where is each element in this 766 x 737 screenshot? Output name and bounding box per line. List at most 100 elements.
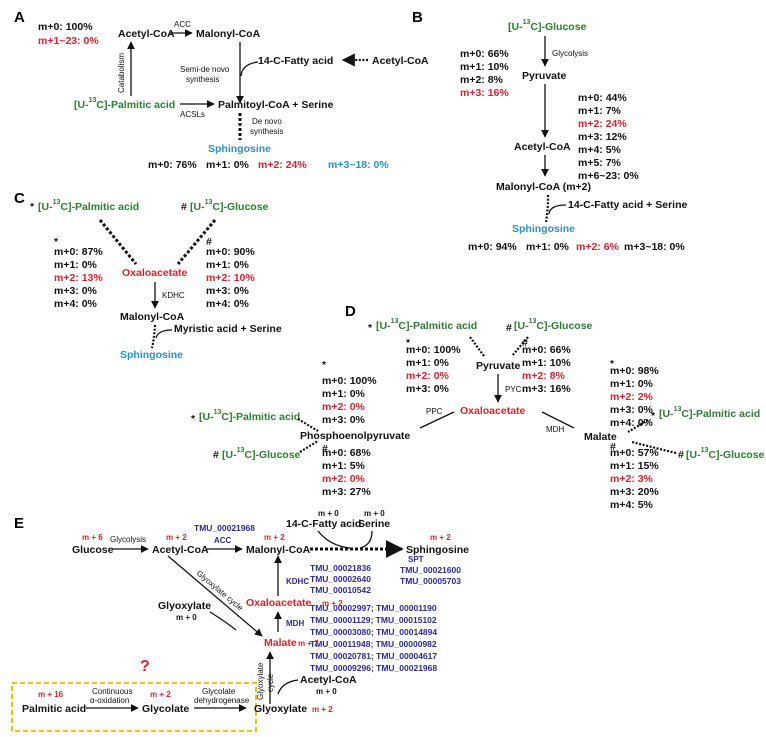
- d-mal-star-2: m+2: 2%: [610, 391, 654, 403]
- d-hash-pep: #: [322, 443, 328, 455]
- c-star-2: *: [54, 236, 59, 248]
- catabolism-label: Catabolism: [117, 53, 126, 93]
- iso-post: C]-Palmitic acid: [398, 320, 477, 332]
- panel-c-left-list: m+0: 87% m+1: 0% m+2: 13% m+3: 0% m+4: 0…: [54, 246, 103, 310]
- iso-sup: 13: [529, 318, 537, 325]
- c-hash-1: #: [181, 201, 187, 213]
- iso-sup: 13: [523, 19, 531, 26]
- panel-b-acetyl: Acetyl-CoA: [514, 141, 571, 153]
- panel-a-palmitoyl: Palmitoyl-CoA + Serine: [218, 99, 334, 111]
- dashed-d-palm-mal: [627, 419, 649, 433]
- dashed-d-gluc-pyr: [511, 336, 529, 357]
- panel-d-palmitic-left: [U-13C]-Palmitic acid: [199, 409, 300, 423]
- c-left-4: m+4: 0%: [54, 298, 98, 310]
- e-serine-join: [359, 530, 373, 549]
- e-malonyl: Malonyl-CoA: [246, 544, 311, 556]
- d-star-palm-left: *: [191, 413, 196, 425]
- c-left-3: m+3: 0%: [54, 285, 98, 297]
- b-left-3: m+3: 16%: [460, 87, 509, 99]
- c-right-2: m+2: 10%: [206, 272, 255, 284]
- arrow-fatty-join-b: [548, 204, 567, 215]
- panel-d-glucose-top: [U-13C]-Glucose: [514, 318, 593, 332]
- semi-de-novo-1: Semi-de novo: [180, 65, 230, 74]
- panel-a: A m+0: 100% m+1~23: 0% Acetyl-CoA ACC Ma…: [14, 9, 429, 171]
- d-mal-star-4: m+4: 0%: [610, 417, 654, 429]
- c-left-1: m+1: 0%: [54, 259, 98, 271]
- b-right-6: m+6~23: 0%: [578, 170, 639, 182]
- d-pep-hash-2: m+2: 0%: [322, 473, 366, 485]
- iso-post: C]-Glucose: [530, 21, 586, 33]
- d-mal-star-1: m+1: 0%: [610, 378, 654, 390]
- d-mal-star-0: m+0: 98%: [610, 365, 659, 377]
- e-glyoxylate-top-m0: m + 0: [176, 613, 197, 622]
- e-glyox-cycle-v1: Glyoxylate: [256, 662, 265, 700]
- d-pyr-hash-2: m+2: 8%: [522, 370, 566, 382]
- iso-post: C]-Glucose: [212, 201, 268, 213]
- c-left-0: m+0: 87%: [54, 246, 103, 258]
- panel-a-bot-m1: m+1: 0%: [206, 159, 250, 171]
- line-ppc: [419, 411, 455, 429]
- b-bottom-1: m+1: 0%: [526, 241, 570, 253]
- iso-post: C]-Palmitic acid: [60, 201, 139, 213]
- iso-pre: [U-: [199, 411, 214, 423]
- panel-b: B [U-13C]-Glucose Glycolysis Pyruvate m+…: [412, 9, 687, 253]
- e-mdh-label: MDH: [286, 619, 304, 628]
- e-fatty-join: [317, 530, 351, 549]
- e-sphingosine: Sphingosine: [406, 544, 469, 556]
- c-left-2: m+2: 13%: [54, 272, 103, 284]
- panel-a-bot-m3: m+3~18: 0%: [328, 159, 389, 171]
- e-cont-2: α-oxidation: [90, 696, 129, 705]
- c-star-1: *: [30, 201, 35, 213]
- dashed-b-sphingosine: [544, 194, 550, 223]
- b-left-0: m+0: 66%: [460, 48, 509, 60]
- d-mal-hash-2: m+2: 3%: [610, 473, 654, 485]
- dashed-d-gluc-pep: [299, 440, 319, 453]
- iso-sup: 13: [214, 409, 222, 416]
- iso-sup: 13: [674, 406, 682, 413]
- panel-c-letter: C: [14, 190, 25, 207]
- ppc-label: PPC: [426, 407, 443, 416]
- e-tmu-acc: TMU_00021968: [194, 523, 255, 533]
- b-right-4: m+4: 5%: [578, 144, 622, 156]
- denovo-1: De novo: [252, 117, 282, 126]
- b-left-2: m+2: 8%: [460, 74, 504, 86]
- c-right-0: m+0: 90%: [206, 246, 255, 258]
- mdh-label: MDH: [546, 425, 564, 434]
- dashed-c-palmitic: [98, 219, 138, 265]
- panel-c-palmitic-label: [U-13C]-Palmitic acid: [38, 199, 139, 213]
- b-bottom-2: m+2: 6%: [576, 241, 620, 253]
- d-hash-gluc-left: #: [213, 449, 219, 461]
- d-pyr-hash-3: m+3: 16%: [522, 383, 571, 395]
- e-sphingosine-m2: m + 2: [430, 533, 451, 542]
- iso-pre: [U-: [222, 449, 237, 461]
- e-tmu-mdh-1: TMU_00001129; TMU_00015102: [310, 615, 437, 625]
- e-tmu-spt-0: TMU_00021600: [400, 565, 461, 575]
- e-glucose-m6: m + 6: [82, 533, 103, 542]
- d-hash-top: #: [506, 322, 512, 334]
- panel-b-right-list: m+0: 44% m+1: 7% m+2: 24% m+3: 12% m+4: …: [578, 92, 639, 182]
- d-mal-star-list: m+0: 98% m+1: 0% m+2: 2% m+3: 0% m+4: 0%: [610, 365, 659, 429]
- e-glycolate: Glycolate: [142, 703, 189, 715]
- semi-de-novo-2: synthesis: [186, 75, 219, 84]
- c-right-4: m+4: 0%: [206, 298, 250, 310]
- d-pyr-hash-0: m+0: 66%: [522, 344, 571, 356]
- b-bottom-3: m+3~18: 0%: [624, 241, 685, 253]
- arrow-fatty-join: [240, 61, 259, 77]
- d-mal-star-3: m+3: 0%: [610, 404, 654, 416]
- iso-post: C]-Glucose: [536, 320, 592, 332]
- iso-pre: [U-: [376, 320, 391, 332]
- iso-sup: 13: [701, 447, 709, 454]
- e-serine: Serine: [358, 518, 390, 530]
- panel-b-fatty: 14-C-Fatty acid + Serine: [568, 199, 687, 211]
- line-mdh: [541, 411, 575, 429]
- d-pep-hash-3: m+3: 27%: [322, 486, 371, 498]
- c-hash-2: #: [206, 236, 212, 248]
- e-glycolate-m2: m + 2: [150, 690, 171, 699]
- e-tmu-kdhc-0: TMU_00021836: [310, 563, 371, 573]
- d-pyr-hash-list: m+0: 66% m+1: 10% m+2: 8% m+3: 16%: [522, 344, 571, 395]
- e-oxaloacetate: Oxaloacetate: [246, 597, 312, 609]
- c-right-1: m+1: 0%: [206, 259, 250, 271]
- d-pyr-star-3: m+3: 0%: [406, 383, 450, 395]
- d-pep-hash-0: m+0: 68%: [322, 447, 371, 459]
